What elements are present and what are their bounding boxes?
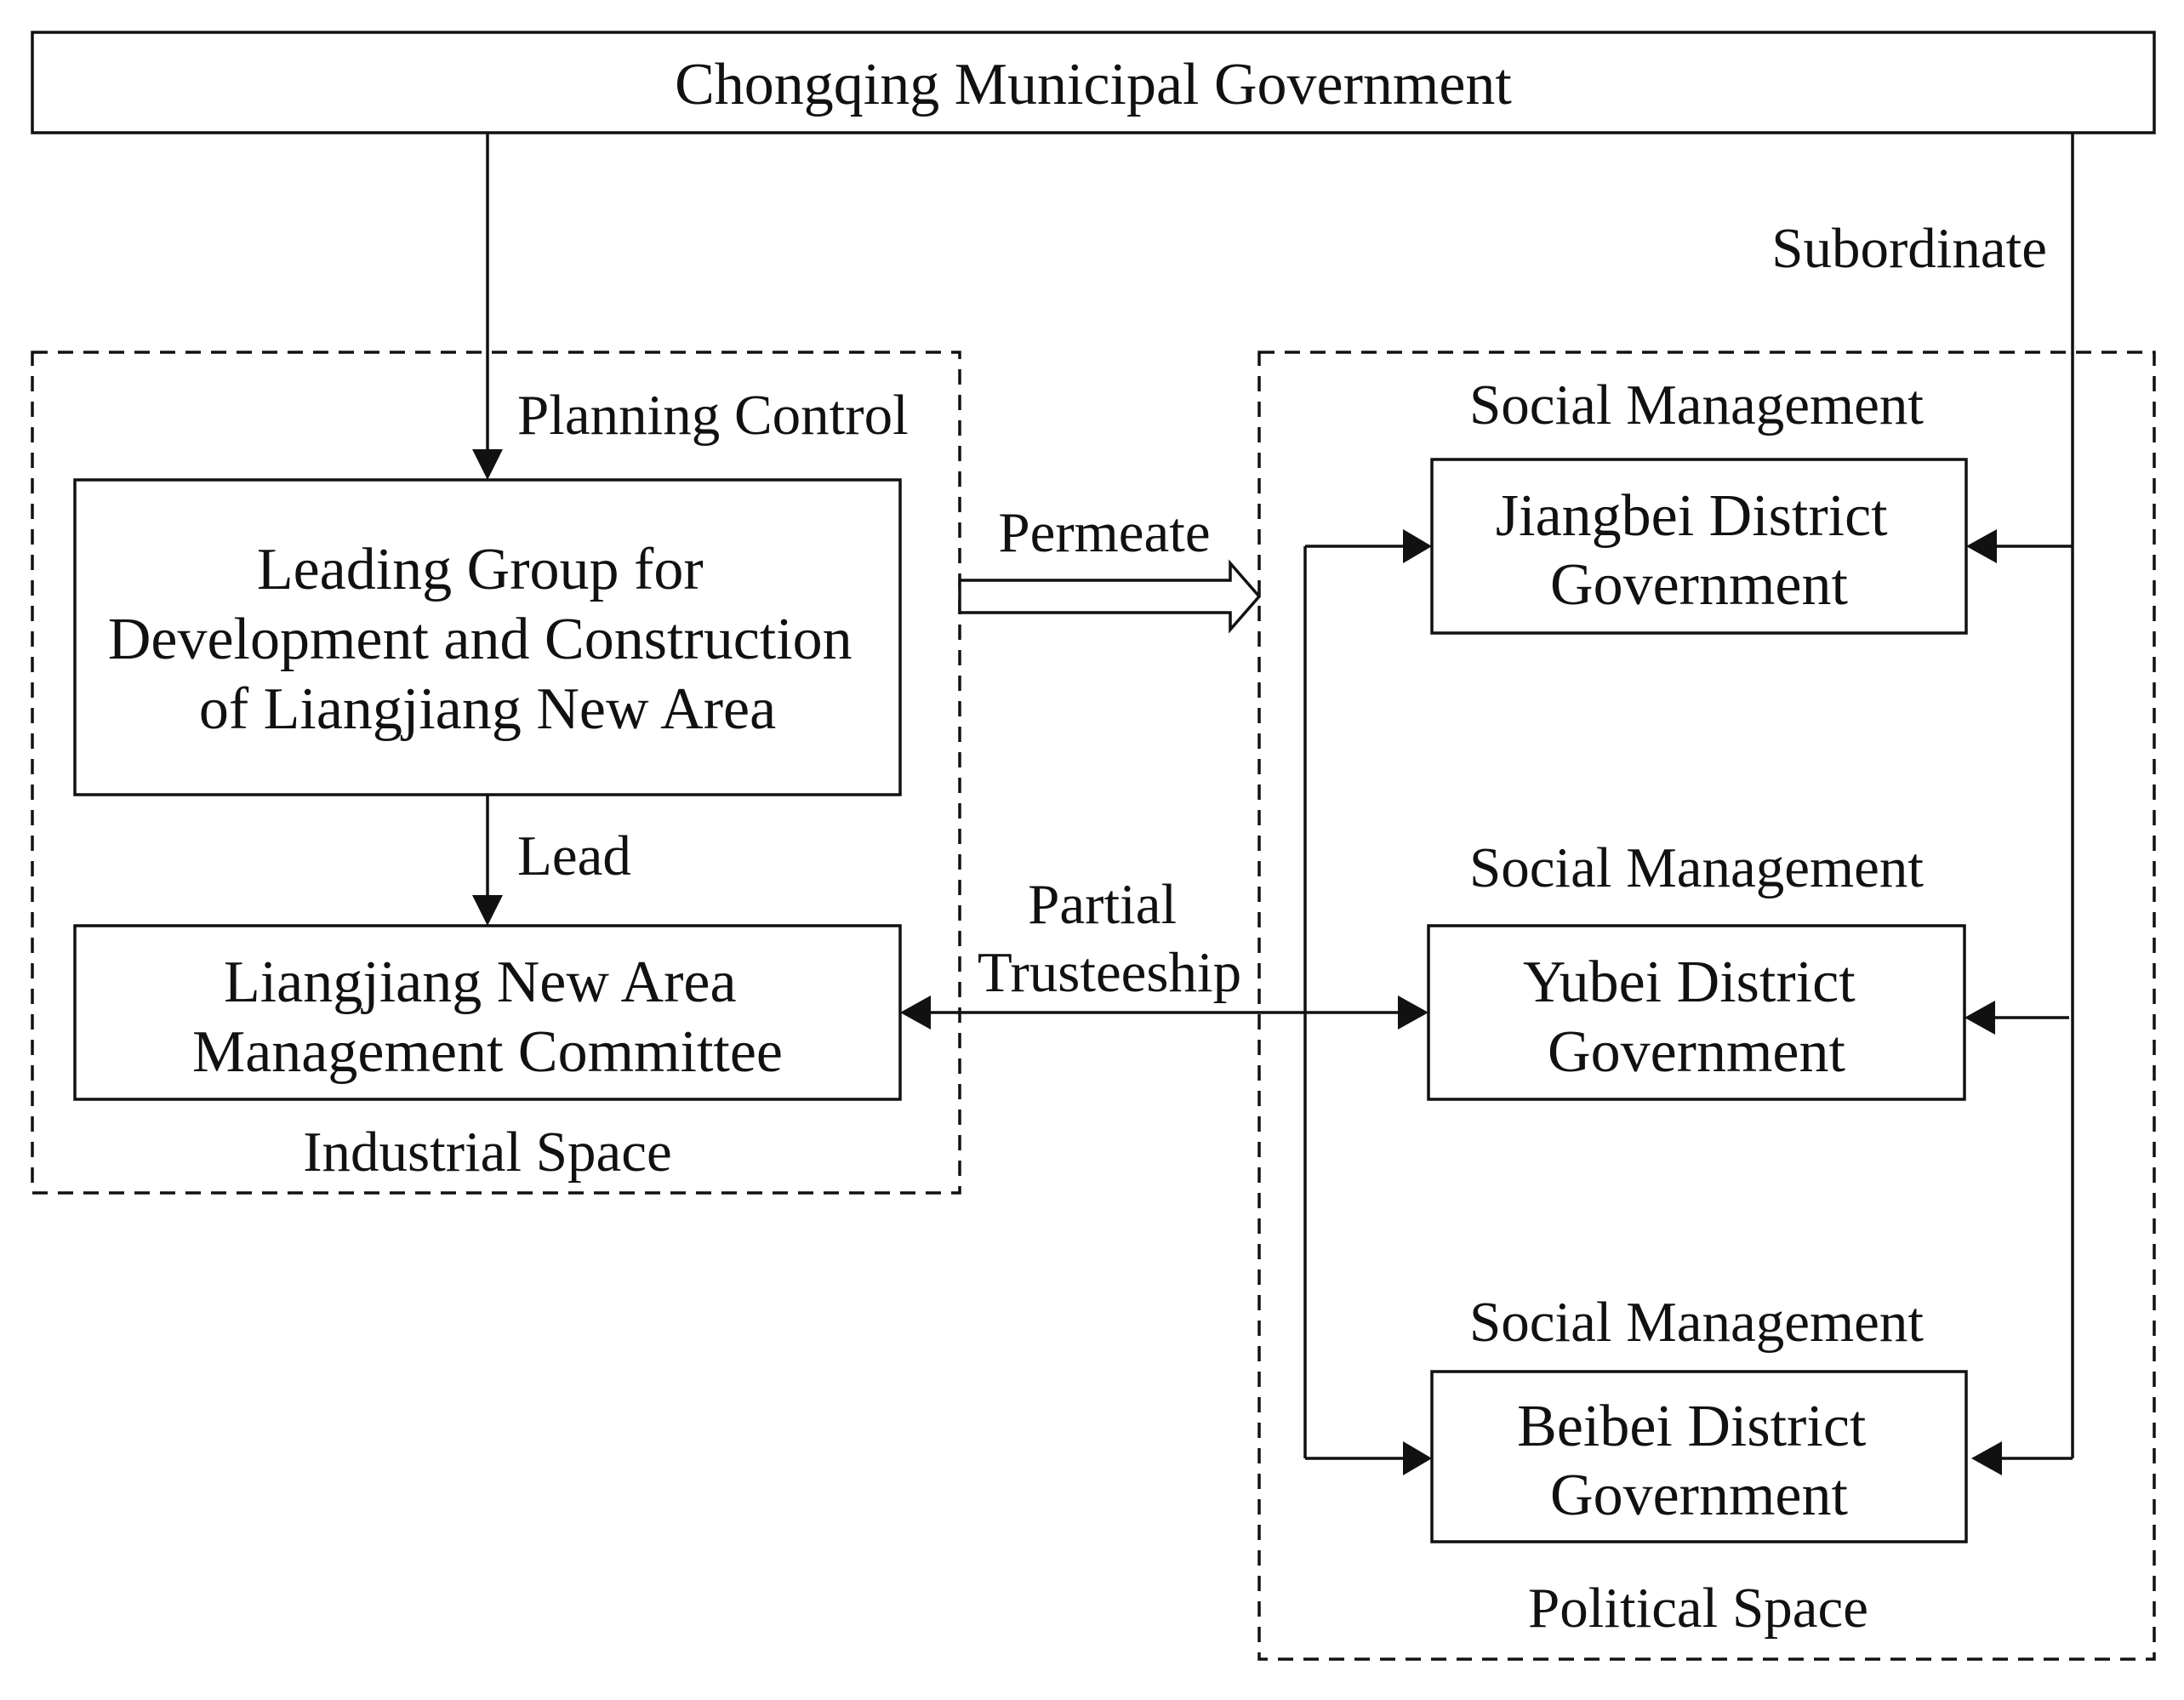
subordinate-connector (1964, 133, 2074, 1475)
leading-group-node: Leading Group for Development and Constr… (73, 478, 902, 796)
social-management-label-jiangbei: Social Management (1469, 374, 1924, 436)
svg-text:Leading Group for Develo: Leading Group for Development and Constr… (108, 537, 867, 742)
lead-arrow (472, 795, 503, 926)
partial-trusteeship-arrow (900, 995, 1428, 1030)
planning-control-label: Planning Control (517, 384, 909, 447)
svg-text:Partial Trusteeship: Partial Trusteeship (978, 873, 1241, 1004)
municipal-government-node: Chongqing Municipal Government (31, 31, 2156, 134)
yubei-line-1: Yubei District (1523, 950, 1856, 1015)
leading-group-line-3: of Liangjiang New Area (199, 676, 776, 742)
svg-text:Yubei District Governmen: Yubei District Government (1523, 950, 1870, 1085)
partial-trusteeship-label-1: Partial (1028, 873, 1177, 936)
permeate-label: Permeate (998, 501, 1210, 564)
yubei-line-2: Government (1548, 1019, 1845, 1085)
jiangbei-line-2: Government (1550, 552, 1848, 618)
social-management-label-yubei: Social Management (1469, 836, 1924, 899)
svg-text:Jiangbei District Govern: Jiangbei District Government (1496, 483, 1902, 618)
social-management-distribution-bracket (1303, 529, 1432, 1475)
leading-group-line-1: Leading Group for (257, 537, 704, 602)
permeate-arrow (958, 559, 1262, 634)
management-committee-line-1: Liangjiang New Area (224, 950, 737, 1015)
yubei-government-node: Yubei District Government (1427, 924, 1966, 1101)
leading-group-line-2: Development and Construction (108, 607, 853, 672)
industrial-space-group (31, 351, 961, 1195)
subordinate-label: Subordinate (1771, 217, 2047, 280)
lead-label: Lead (517, 824, 631, 887)
municipal-government-label: Chongqing Municipal Government (675, 52, 1512, 117)
jiangbei-government-node: Jiangbei District Government (1430, 458, 1968, 635)
beibei-line-2: Government (1550, 1463, 1848, 1528)
partial-trusteeship-label-2: Trusteeship (978, 941, 1241, 1004)
svg-text:Beibei District Governme: Beibei District Government (1517, 1394, 1881, 1528)
management-committee-line-2: Management Committee (192, 1019, 783, 1085)
industrial-space-label: Industrial Space (303, 1121, 672, 1184)
planning-control-arrow (472, 133, 503, 480)
svg-text:Liangjiang New Area Mana: Liangjiang New Area Management Committee (192, 950, 783, 1085)
social-management-label-beibei: Social Management (1469, 1291, 1924, 1354)
political-space-label: Political Space (1528, 1577, 1868, 1640)
jiangbei-line-1: Jiangbei District (1496, 483, 1888, 549)
management-committee-node: Liangjiang New Area Management Committee (73, 924, 902, 1101)
beibei-government-node: Beibei District Government (1430, 1370, 1968, 1543)
political-space-group (1257, 351, 2156, 1661)
beibei-line-1: Beibei District (1517, 1394, 1867, 1459)
